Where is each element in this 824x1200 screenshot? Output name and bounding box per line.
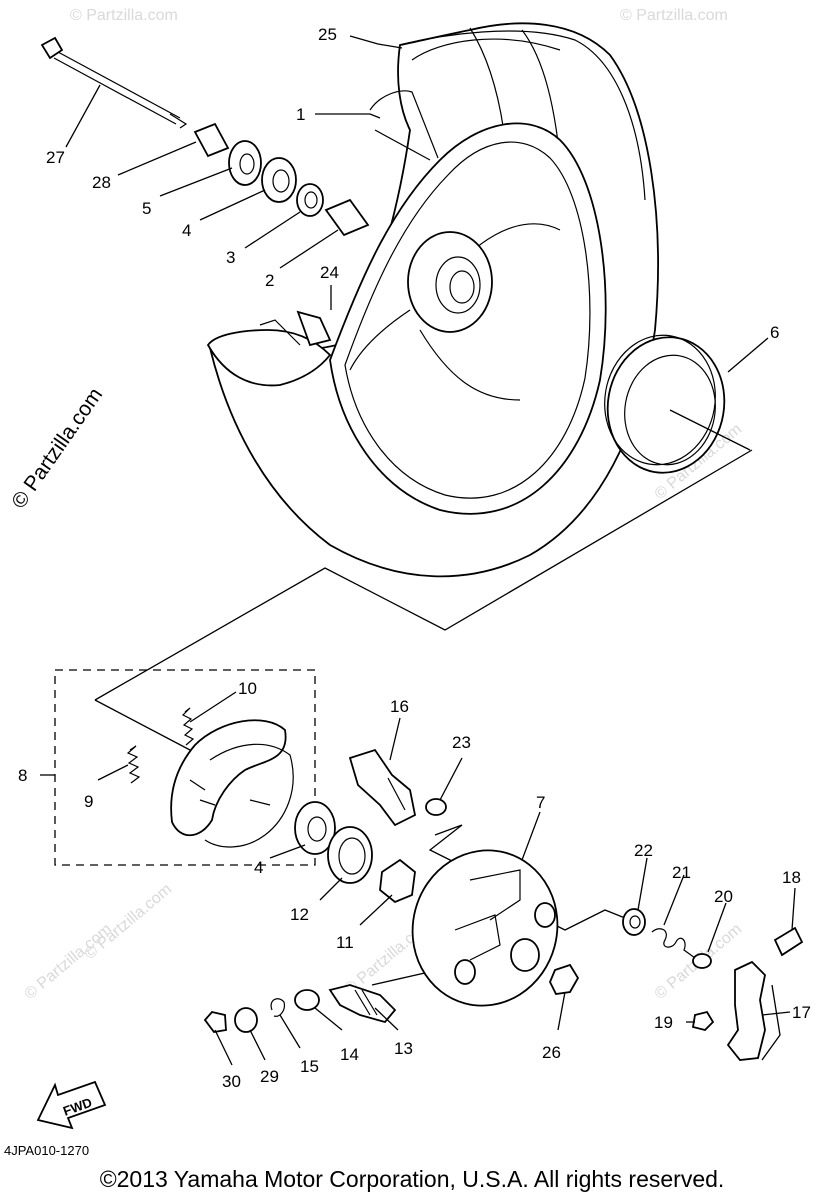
callout-5: 5 bbox=[142, 199, 151, 218]
callout-29: 29 bbox=[260, 1067, 279, 1086]
callout-9: 9 bbox=[84, 792, 93, 811]
bearing-part-4-upper bbox=[261, 157, 297, 203]
clip-part-15 bbox=[270, 998, 285, 1017]
callout-28: 28 bbox=[92, 173, 111, 192]
callout-6: 6 bbox=[770, 323, 779, 342]
callout-14: 14 bbox=[340, 1045, 359, 1064]
axle-part-27 bbox=[40, 36, 188, 129]
fwd-arrow: FWD bbox=[36, 1080, 107, 1130]
nut-part-19 bbox=[691, 1010, 715, 1031]
collar-part-11 bbox=[379, 858, 416, 904]
seal-part-22 bbox=[622, 908, 646, 936]
callout-27: 27 bbox=[46, 148, 65, 167]
callout-17: 17 bbox=[792, 1003, 811, 1022]
return-spring-part-21 bbox=[651, 928, 696, 959]
assembly-link-line bbox=[94, 449, 753, 701]
tire-wheel-illustration bbox=[206, 22, 659, 578]
brake-shoe-set-box bbox=[54, 669, 316, 866]
callout-21: 21 bbox=[672, 863, 691, 882]
callout-8: 8 bbox=[18, 766, 27, 785]
callout-13: 13 bbox=[394, 1039, 413, 1058]
camshaft-part-16 bbox=[348, 748, 417, 827]
callout-4b: 4 bbox=[254, 858, 263, 877]
callout-7: 7 bbox=[536, 793, 545, 812]
callout-10: 10 bbox=[238, 679, 257, 698]
watermark: © Partzilla.com bbox=[70, 7, 178, 24]
bearing-part-5 bbox=[228, 140, 262, 186]
bearing-part-4-lower bbox=[294, 801, 336, 855]
plug-part-29 bbox=[234, 1007, 258, 1033]
seal-part-3 bbox=[296, 183, 324, 217]
callout-3: 3 bbox=[226, 248, 235, 267]
leader-lines bbox=[40, 35, 796, 1066]
collar-part-28 bbox=[193, 122, 230, 158]
copyright-notice: ©2013 Yamaha Motor Corporation, U.S.A. A… bbox=[99, 1166, 725, 1192]
watermark: © Partzilla.com bbox=[620, 7, 728, 24]
callout-24: 24 bbox=[320, 263, 339, 282]
callout-30: 30 bbox=[222, 1072, 241, 1091]
callout-22: 22 bbox=[634, 841, 653, 860]
side-watermark: © Partzilla.com bbox=[7, 384, 107, 513]
bolt-part-18 bbox=[773, 926, 804, 957]
callout-25: 25 bbox=[318, 25, 337, 44]
callout-26: 26 bbox=[542, 1043, 561, 1062]
callout-numbers: 25 1 27 28 5 4 3 2 24 6 10 16 23 8 9 7 2… bbox=[18, 25, 811, 1091]
nut-part-26 bbox=[549, 963, 580, 995]
tube-part-6 bbox=[604, 334, 726, 474]
spring-part-9 bbox=[126, 745, 141, 784]
callout-16: 16 bbox=[390, 697, 409, 716]
washer-part-14 bbox=[294, 989, 320, 1011]
diagram-code: 4JPA010-1270 bbox=[4, 1143, 90, 1158]
callout-1: 1 bbox=[296, 105, 305, 124]
spacer-part-2 bbox=[324, 198, 370, 237]
spring-part-10 bbox=[181, 707, 195, 746]
brake-shoe-part-8 bbox=[170, 719, 294, 848]
clip-part-30 bbox=[203, 1011, 227, 1033]
callout-12: 12 bbox=[290, 905, 309, 924]
callout-18: 18 bbox=[782, 868, 801, 887]
callout-11: 11 bbox=[336, 933, 354, 952]
watermark: © Partzilla.com bbox=[82, 881, 176, 963]
brake-arm-part-17 bbox=[726, 960, 766, 1061]
brake-cam-part-13 bbox=[328, 984, 397, 1024]
assembly-link-line bbox=[94, 699, 191, 751]
callout-23: 23 bbox=[452, 733, 471, 752]
valve-part-24 bbox=[296, 310, 332, 347]
callout-19: 19 bbox=[654, 1013, 673, 1032]
washer-part-20 bbox=[692, 953, 712, 969]
o-ring-part-23 bbox=[425, 798, 447, 816]
brake-plate-part-7 bbox=[411, 849, 559, 1007]
callout-20: 20 bbox=[714, 887, 733, 906]
callout-4: 4 bbox=[182, 221, 191, 240]
seal-part-12 bbox=[327, 826, 373, 884]
callout-2: 2 bbox=[265, 271, 274, 290]
assembly-link-line bbox=[428, 824, 471, 871]
callout-15: 15 bbox=[300, 1057, 319, 1076]
